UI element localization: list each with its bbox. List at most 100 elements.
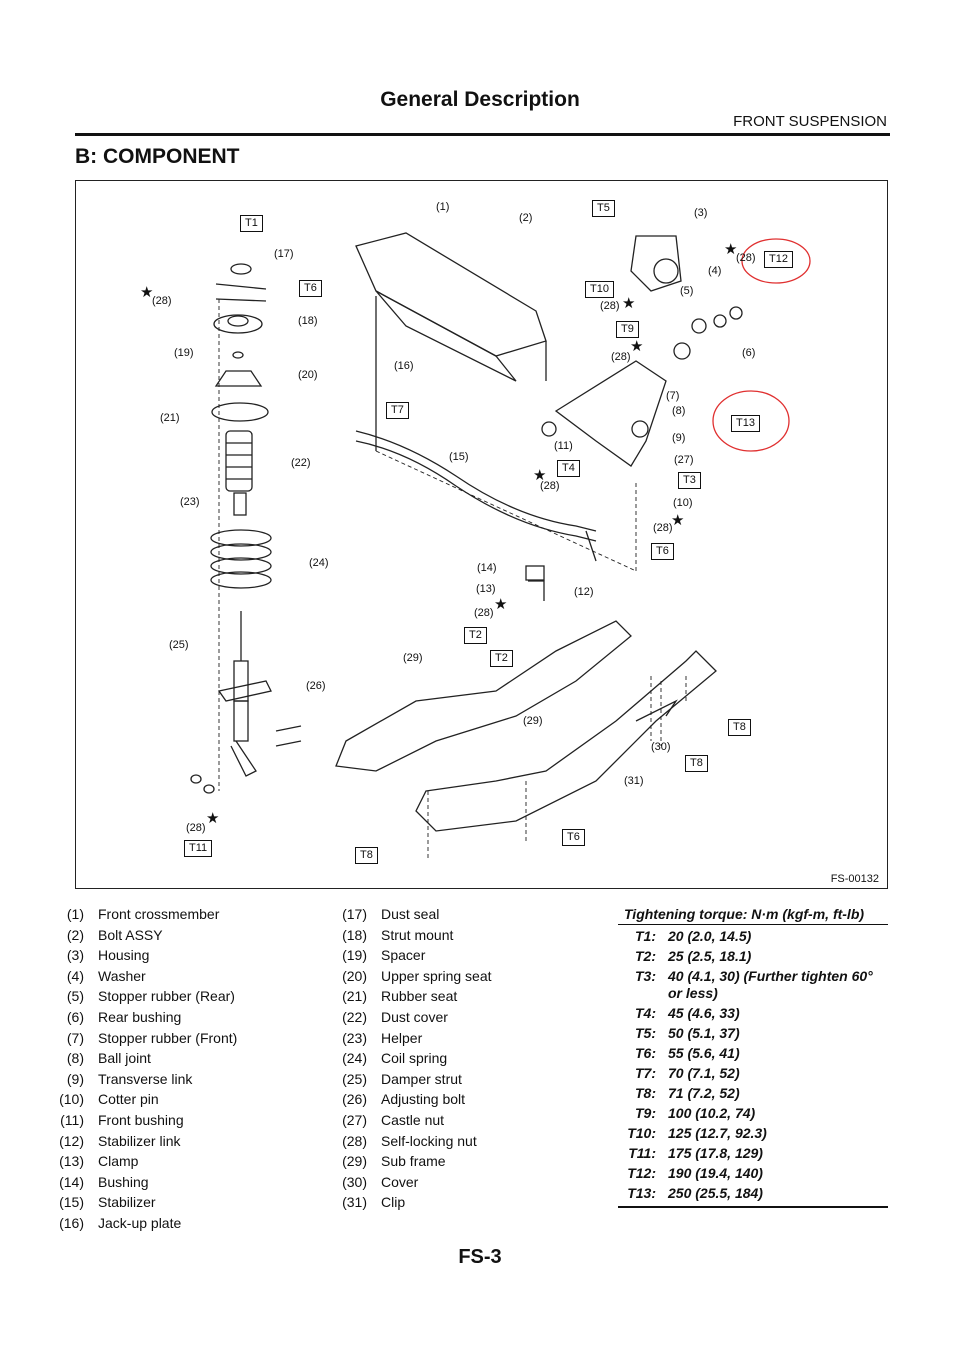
callout: (3) — [694, 207, 708, 219]
torque-row: T10:125 (12.7, 92.3) — [627, 1125, 767, 1141]
torque-box: T2 — [464, 627, 487, 644]
torque-row: T8:71 (7.2, 52) — [635, 1085, 740, 1101]
list-item: (14)Bushing — [59, 1173, 149, 1190]
list-item: (28)Self-locking nut — [342, 1132, 477, 1149]
callout: (27) — [674, 454, 694, 466]
callout: (28) — [653, 522, 673, 534]
torque-row: T4:45 (4.6, 33) — [635, 1005, 740, 1021]
section-heading: B: COMPONENT — [75, 145, 240, 168]
callout: (24) — [309, 557, 329, 569]
torque-row: T1:20 (2.0, 14.5) — [635, 928, 752, 944]
torque-box: T10 — [585, 281, 614, 298]
list-item: (21)Rubber seat — [342, 988, 458, 1005]
callout: (5) — [680, 285, 694, 297]
list-item: (5)Stopper rubber (Rear) — [66, 988, 235, 1005]
parts-list-1: (1)Front crossmember (2)Bolt ASSY (3)Hou… — [47, 904, 237, 1234]
list-item: (30)Cover — [342, 1173, 419, 1190]
list-item: (3)Housing — [66, 947, 150, 964]
torque-box: T11 — [184, 840, 213, 857]
list-item: (15)Stabilizer — [59, 1194, 156, 1211]
callout: (20) — [298, 369, 318, 381]
torque-box: T8 — [355, 847, 378, 864]
callout: (18) — [298, 315, 318, 327]
list-item: (25)Damper strut — [342, 1070, 462, 1087]
torque-row: T12:190 (19.4, 140) — [627, 1165, 763, 1181]
torque-box: T9 — [616, 321, 639, 338]
torque-row: T9:100 (10.2, 74) — [635, 1105, 756, 1121]
list-item: (6)Rear bushing — [66, 1008, 182, 1025]
callout: (6) — [742, 347, 756, 359]
star-icon: ★ — [724, 241, 738, 258]
callout: (11) — [554, 440, 573, 452]
torque-row: T6:55 (5.6, 41) — [635, 1045, 740, 1061]
component-diagram: T1 T6 T5 T10 T9 T12 T7 T13 T4 T3 T6 T2 T… — [75, 180, 888, 889]
parts-list-2: (17)Dust seal (18)Strut mount (19)Spacer… — [330, 904, 492, 1213]
torque-box: T2 — [490, 650, 513, 667]
callout: (29) — [403, 652, 423, 664]
torque-row: T3:40 (4.1, 30) (Further tighten 60° or … — [635, 968, 873, 1001]
callout: (15) — [449, 451, 469, 463]
list-item: (19)Spacer — [342, 947, 426, 964]
torque-box: T7 — [386, 402, 409, 419]
callout: (1) — [436, 201, 450, 213]
annotation-marks — [712, 238, 811, 452]
callout: (28) — [611, 351, 631, 363]
list-item: (26)Adjusting bolt — [342, 1091, 466, 1108]
torque-row: T13:250 (25.5, 184) — [627, 1185, 763, 1201]
list-item: (9)Transverse link — [66, 1070, 193, 1087]
callout: (28) — [600, 300, 620, 312]
list-item: (18)Strut mount — [342, 926, 454, 943]
callout: (10) — [673, 497, 693, 509]
list-item: (17)Dust seal — [342, 906, 440, 922]
star-icon: ★ — [671, 512, 685, 529]
torque-box: T4 — [557, 460, 580, 477]
callout: (4) — [708, 265, 722, 277]
list-item: (10)Cotter pin — [59, 1091, 159, 1108]
star-icon: ★ — [140, 284, 154, 301]
section-label: FRONT SUSPENSION — [733, 113, 887, 130]
callout: (29) — [523, 715, 543, 727]
callout: (26) — [306, 680, 326, 692]
torque-table: Tightening torque: N·m (kgf-m, ft-lb) T1… — [618, 904, 888, 1208]
list-item: (27)Castle nut — [342, 1111, 445, 1128]
callout: (7) — [666, 390, 680, 402]
torque-box: T12 — [764, 251, 793, 268]
page-title: General Description — [380, 88, 580, 111]
page-number: FS-3 — [458, 1246, 502, 1268]
callout: (21) — [160, 412, 180, 424]
figure-id: FS-00132 — [830, 873, 879, 885]
callout: (28) — [540, 480, 560, 492]
torque-box: T3 — [678, 472, 701, 489]
star-icon: ★ — [533, 467, 547, 484]
list-item: (20)Upper spring seat — [342, 967, 492, 984]
torque-box: T8 — [728, 719, 751, 736]
torque-box: T8 — [685, 755, 708, 772]
list-item: (12)Stabilizer link — [59, 1132, 181, 1149]
list-item: (8)Ball joint — [66, 1050, 151, 1067]
list-item: (23)Helper — [342, 1029, 423, 1046]
torque-box: T5 — [592, 200, 615, 217]
list-item: (7)Stopper rubber (Front) — [66, 1029, 238, 1046]
torque-row: T11:175 (17.8, 129) — [628, 1145, 763, 1161]
callout: (28) — [474, 607, 494, 619]
callout: (16) — [394, 360, 414, 372]
list-item: (29)Sub frame — [342, 1153, 446, 1170]
callout: (17) — [274, 248, 294, 260]
callout: (31) — [624, 775, 644, 787]
torque-box: T6 — [562, 829, 585, 846]
torque-box: T1 — [240, 215, 263, 232]
list-item: (13)Clamp — [59, 1153, 139, 1170]
torque-box: T6 — [299, 280, 322, 297]
torque-box: T13 — [731, 415, 760, 432]
list-item: (2)Bolt ASSY — [66, 926, 163, 943]
star-icon: ★ — [630, 338, 644, 355]
callout: (13) — [476, 583, 496, 595]
torque-end-rule — [618, 1206, 888, 1208]
list-item: (1)Front crossmember — [66, 906, 220, 922]
torque-row: T7:70 (7.1, 52) — [635, 1065, 740, 1081]
callout: (28) — [186, 822, 206, 834]
callout: (28) — [736, 252, 756, 264]
callout: (25) — [169, 639, 189, 651]
header-rule — [75, 133, 890, 136]
callout: (2) — [519, 212, 533, 224]
